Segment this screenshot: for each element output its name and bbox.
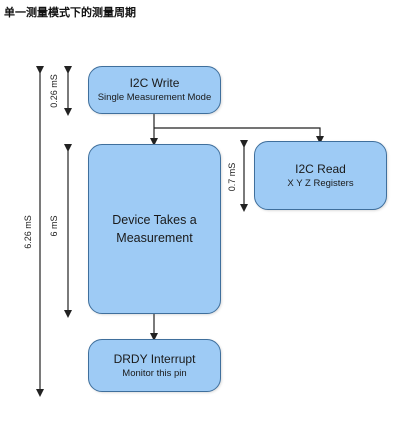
read-duration-label: 0.7 mS: [227, 162, 237, 192]
i2c-write-box: I2C Write Single Measurement Mode: [88, 66, 221, 114]
measure-duration-label: 6 mS: [49, 215, 59, 237]
i2c-read-box: I2C Read X Y Z Registers: [254, 141, 387, 210]
device-measurement-label-1: Device Takes a: [112, 213, 197, 227]
write-duration-label: 0.26 mS: [49, 74, 59, 108]
device-measurement-label-2: Measurement: [116, 231, 193, 245]
drdy-interrupt-label: DRDY Interrupt: [113, 351, 196, 366]
total-duration-label: 6.26 mS: [23, 215, 33, 249]
i2c-write-sublabel: Single Measurement Mode: [97, 92, 212, 103]
drdy-interrupt-box: DRDY Interrupt Monitor this pin: [88, 339, 221, 392]
i2c-read-sublabel: X Y Z Registers: [287, 177, 354, 189]
i2c-write-label: I2C Write: [129, 76, 180, 90]
i2c-read-label: I2C Read: [295, 161, 346, 176]
page-title: 单一测量模式下的测量周期: [4, 6, 136, 19]
device-measurement-box: Device Takes a Measurement: [88, 144, 221, 314]
drdy-interrupt-sublabel: Monitor this pin: [122, 367, 187, 379]
write-to-read-arrow: [154, 127, 324, 144]
